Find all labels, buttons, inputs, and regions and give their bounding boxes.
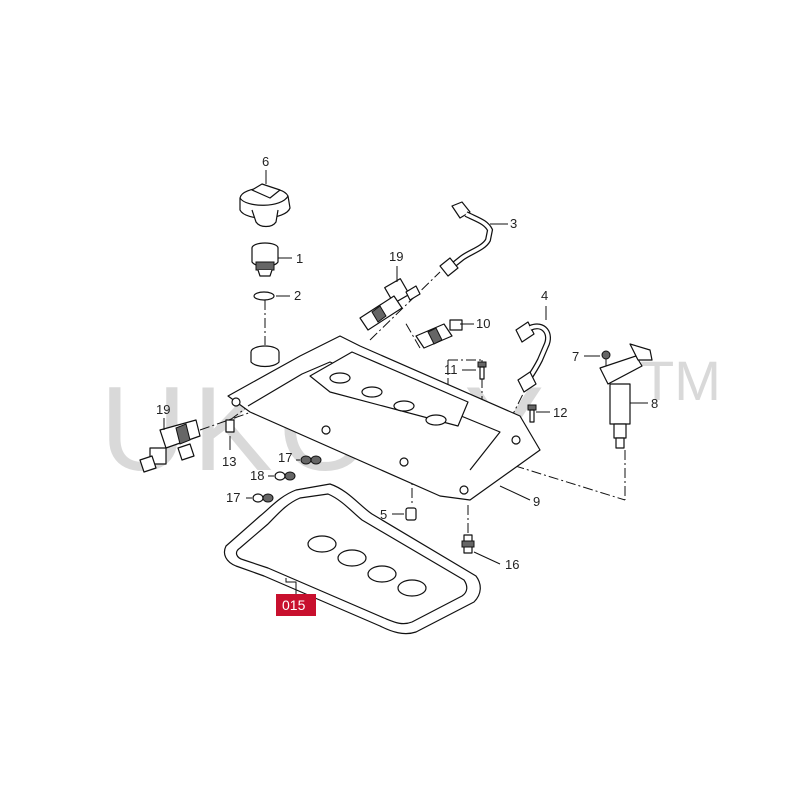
- spacer-5: [405, 507, 417, 521]
- callout-6: 6: [262, 154, 269, 169]
- callout-2: 2: [294, 288, 301, 303]
- oil-filler-cap: [239, 183, 291, 228]
- callout-1: 1: [296, 251, 303, 266]
- callout-11: 11: [444, 362, 458, 377]
- pcv-hose: [439, 201, 494, 277]
- callout-19-left: 19: [156, 402, 170, 417]
- callout-10: 10: [476, 316, 490, 331]
- seals: [252, 455, 322, 503]
- o-ring: [253, 291, 275, 301]
- callout-18: 18: [250, 468, 264, 483]
- callout-17-upper: 17: [278, 450, 292, 465]
- breather-plug: [251, 242, 279, 277]
- watermark-tm: TM: [640, 349, 721, 412]
- stud-bolt-16: [461, 534, 475, 554]
- valve-cover-gasket: [223, 483, 481, 635]
- callout-9: 9: [533, 494, 540, 509]
- callout-12: 12: [553, 405, 567, 420]
- part-number-badge: 015: [276, 594, 316, 616]
- cover-bolt-12: [527, 404, 537, 423]
- pcv-valve: [415, 319, 463, 349]
- callout-4: 4: [541, 288, 548, 303]
- callout-17-lower: 17: [226, 490, 240, 505]
- valve-cover: [227, 335, 541, 501]
- oil-control-valve-upper: [359, 278, 421, 331]
- callout-13: 13: [222, 454, 236, 469]
- plug-13: [225, 419, 235, 433]
- breather-hose: [515, 321, 551, 393]
- oil-control-valve-left: [139, 419, 201, 473]
- leader-lines: [163, 170, 648, 594]
- callout-8: 8: [651, 396, 658, 411]
- callout-numbers: 6 1 2 3 19 10 4 7 8 11 12 19 13 17 18 17…: [156, 154, 658, 572]
- callout-7: 7: [572, 349, 579, 364]
- callout-19-upper: 19: [389, 249, 403, 264]
- badge-label: 015: [282, 597, 306, 613]
- callout-3: 3: [510, 216, 517, 231]
- callout-16: 16: [505, 557, 519, 572]
- badge-background: [276, 594, 316, 616]
- callout-5: 5: [380, 507, 387, 522]
- ignition-coil: [599, 343, 653, 449]
- cover-bolt-11: [477, 361, 487, 380]
